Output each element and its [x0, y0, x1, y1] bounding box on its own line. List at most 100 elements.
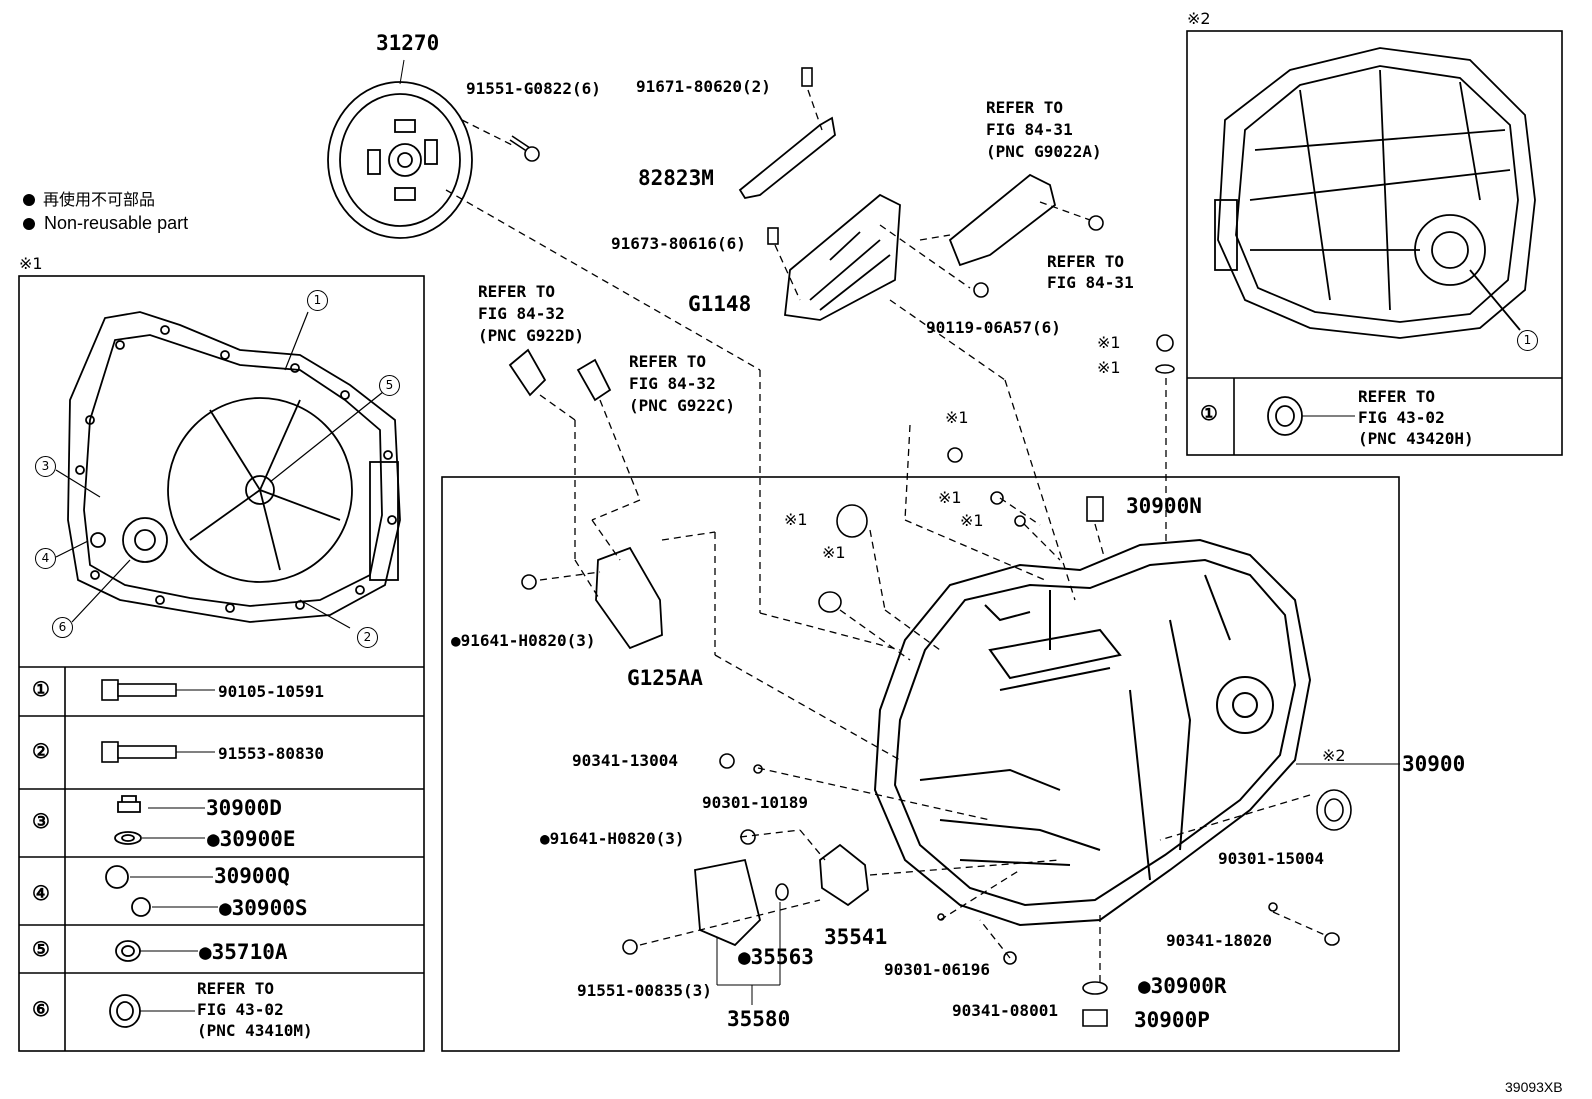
label-91551-00835: 91551-00835(3) [577, 981, 712, 1000]
inset2-row-num: ① [1200, 401, 1218, 425]
housing-drawing [67, 311, 401, 623]
row-num-6: ⑥ [32, 997, 50, 1021]
label-35541: 35541 [824, 925, 888, 949]
row-part-2: 91553-80830 [218, 744, 324, 763]
refer-8431-1: REFER TO [1047, 252, 1125, 271]
label-31270: 31270 [376, 31, 440, 55]
figure-code: 39093XB [1505, 1079, 1563, 1095]
label-g125aa: G125AA [627, 666, 703, 690]
inset2-refer-a: REFER TO [1358, 387, 1436, 406]
refer-g922c-1: REFER TO [629, 352, 707, 371]
row-part-3b: ●30900E [207, 827, 296, 851]
label-30900p: 30900P [1134, 1008, 1210, 1032]
label-35580: 35580 [727, 1007, 791, 1031]
callout-2: 2 [357, 627, 378, 648]
callout-6: 6 [52, 617, 73, 638]
refer-g922d-2: FIG 84-32 [478, 304, 565, 323]
label-90341-18020: 90341-18020 [1166, 931, 1272, 950]
label-91551-g0822: 91551-G0822(6) [466, 79, 601, 98]
label-35563: ●35563 [738, 945, 814, 969]
row-num-4: ④ [32, 881, 50, 905]
plug-icon [105, 865, 129, 889]
callout-5: 5 [379, 375, 400, 396]
seal-icon [115, 940, 141, 962]
refer-g922d-3: (PNC G922D) [478, 326, 584, 345]
refer-8431-2: FIG 84-31 [1047, 273, 1134, 292]
row-num-2: ② [32, 739, 50, 763]
callout-1: 1 [307, 290, 328, 311]
transaxle-drawing [873, 538, 1312, 927]
mark-1-g: ※1 [822, 543, 846, 562]
bracket-drawing [738, 116, 836, 200]
mark-1-c: ※1 [945, 408, 969, 427]
label-91673-80616: 91673-80616(6) [611, 234, 746, 253]
bolt-icon [101, 679, 177, 763]
mark-2: ※2 [1322, 746, 1346, 765]
line-icon [399, 59, 405, 85]
mark-1-d: ※1 [938, 488, 962, 507]
pipe-drawing [508, 348, 612, 402]
row-refer-6c: (PNC 43410M) [197, 1021, 313, 1040]
label-90301-06196: 90301-06196 [884, 960, 990, 979]
mark-1-e: ※1 [960, 511, 984, 530]
label-90341-08001: 90341-08001 [952, 1001, 1058, 1020]
label-90301-15004: 90301-15004 [1218, 849, 1324, 868]
label-91641-h0820-a: ●91641-H0820(3) [451, 631, 596, 650]
inset1-mark: ※1 [19, 254, 43, 273]
inset2-refer-c: (PNC 43420H) [1358, 429, 1474, 448]
label-91671-80620: 91671-80620(2) [636, 77, 771, 96]
inset1-frame [18, 275, 425, 1052]
valve-body-drawing [784, 193, 901, 321]
cover-plate-drawing [694, 858, 761, 947]
row-part-4b: ●30900S [219, 896, 308, 920]
oring-icon [131, 897, 151, 917]
label-30900n: 30900N [1126, 494, 1202, 518]
transaxle-inset-drawing [1214, 47, 1536, 339]
label-90301-10189: 90301-10189 [702, 793, 808, 812]
label-91641-h0820-b: ●91641-H0820(3) [540, 829, 685, 848]
damper-drawing [327, 81, 473, 239]
label-30900r: ●30900R [1138, 974, 1227, 998]
cover-drawing [948, 173, 1057, 267]
label-90341-13004: 90341-13004 [572, 751, 678, 770]
gasket-icon [114, 831, 142, 845]
label-82823m: 82823M [638, 166, 714, 190]
row-refer-6a: REFER TO [197, 979, 275, 998]
row-num-1: ① [32, 677, 50, 701]
callout-1-inset2: 1 [1517, 330, 1538, 351]
refer-g9022a-2: FIG 84-31 [986, 120, 1073, 139]
mark-1-f: ※1 [784, 510, 808, 529]
row-part-5: ●35710A [199, 940, 288, 964]
row-part-1: 90105-10591 [218, 682, 324, 701]
label-g1148: G1148 [688, 292, 752, 316]
row-num-5: ⑤ [32, 937, 50, 961]
inset2-refer-b: FIG 43-02 [1358, 408, 1445, 427]
bullet-icon [23, 218, 35, 230]
inset2-frame [1186, 30, 1563, 456]
legend-text-jp: 再使用不可部品 [43, 190, 156, 209]
callout-3: 3 [35, 456, 56, 477]
row-num-3: ③ [32, 809, 50, 833]
pump-drawing [819, 843, 869, 907]
row-part-3a: 30900D [206, 796, 282, 820]
label-90119-06a57: 90119-06A57(6) [926, 318, 1061, 337]
callout-4: 4 [35, 548, 56, 569]
bullet-icon [23, 194, 35, 206]
legend-text-en: Non-reusable part [44, 213, 189, 233]
plug-icon [117, 795, 141, 813]
mark-1-a: ※1 [1097, 333, 1121, 352]
seal-icon [1267, 396, 1303, 436]
oil-cooler-drawing [595, 546, 663, 650]
inset2-mark: ※2 [1187, 9, 1211, 28]
refer-g922c-2: FIG 84-32 [629, 374, 716, 393]
row-refer-6b: FIG 43-02 [197, 1000, 284, 1019]
refer-g922c-3: (PNC G922C) [629, 396, 735, 415]
refer-g922d-1: REFER TO [478, 282, 556, 301]
dashed-leaders [445, 89, 1326, 982]
label-30900: 30900 [1402, 752, 1466, 776]
mark-1-b: ※1 [1097, 358, 1121, 377]
row-part-4a: 30900Q [214, 864, 290, 888]
refer-g9022a-3: (PNC G9022A) [986, 142, 1102, 161]
